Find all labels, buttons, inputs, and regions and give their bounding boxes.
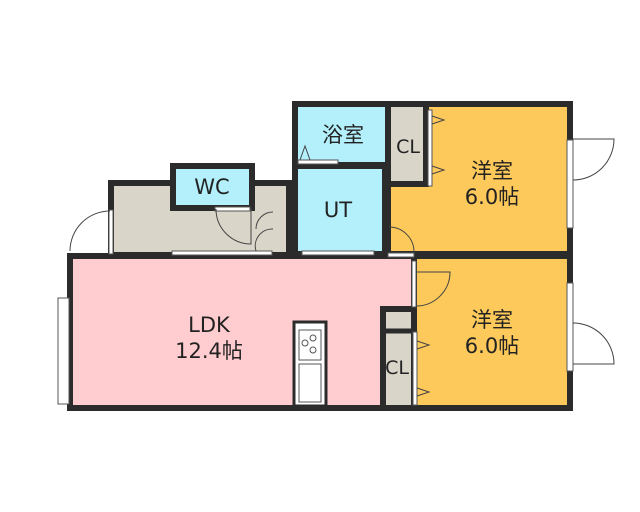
western-1-label: 洋室 — [471, 159, 513, 183]
window — [566, 139, 574, 229]
door-swing — [415, 271, 451, 307]
stove-burner-icon — [309, 346, 317, 354]
door-swing — [572, 322, 615, 365]
closet-2-label: CL — [385, 357, 409, 379]
room-western-2 — [411, 253, 573, 411]
window — [57, 297, 70, 405]
door-swing — [388, 226, 415, 253]
door-panel — [387, 252, 415, 258]
door-panel — [108, 209, 114, 255]
stove-burner-icon — [301, 339, 309, 347]
ldk-label: LDK — [188, 313, 231, 337]
stove-burner-icon — [309, 334, 317, 342]
window — [566, 282, 574, 372]
bath-door-mark — [299, 144, 311, 161]
bath-label: 浴室 — [322, 123, 364, 147]
door-panel — [412, 331, 418, 406]
door-panel — [427, 109, 433, 187]
closet-1 — [385, 101, 429, 187]
sliding-door — [171, 250, 273, 256]
closet-1-label: CL — [396, 136, 420, 158]
western-2-label: 洋室 — [471, 308, 513, 332]
door-swing — [69, 210, 111, 252]
room-wc — [170, 163, 255, 211]
ldk-size: 12.4帖 — [175, 339, 243, 363]
western-2-size: 6.0帖 — [465, 334, 519, 358]
sliding-door — [301, 250, 375, 256]
kitchen-counter — [292, 320, 328, 408]
sink-icon — [298, 363, 322, 403]
door-swing — [572, 138, 615, 181]
closet-door-mark — [416, 115, 446, 397]
room-ldk — [67, 253, 417, 411]
door-panel — [297, 159, 339, 165]
western-1-size: 6.0帖 — [465, 185, 519, 209]
wc-label: WC — [194, 175, 229, 199]
door-swing — [254, 211, 274, 252]
door-panel — [214, 206, 251, 212]
door-swing — [215, 208, 252, 245]
door-panel — [411, 260, 417, 308]
ut-label: UT — [324, 198, 352, 222]
